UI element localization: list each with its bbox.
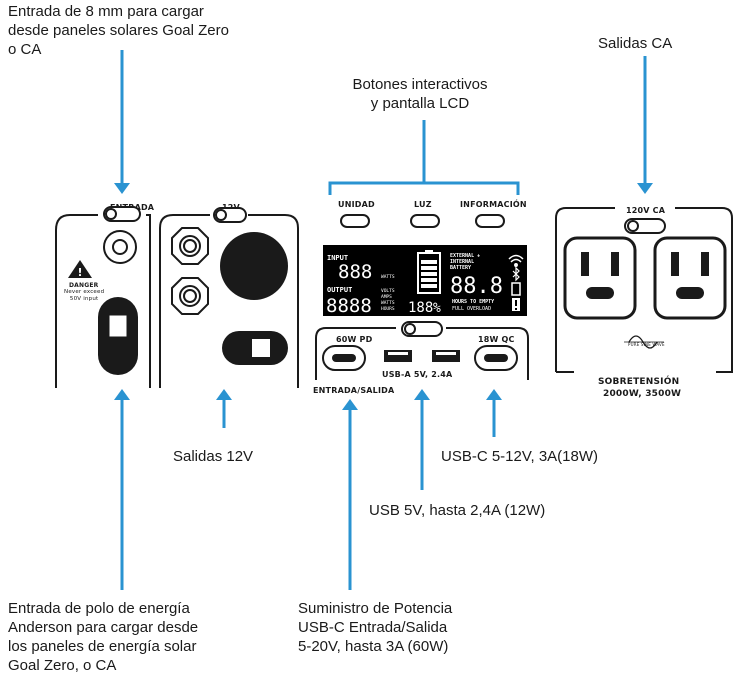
usb-60w-label: 60W PD (336, 335, 373, 344)
lcd-input-digits: 888 (338, 261, 372, 283)
callout-usb-5v: USB 5V, hasta 2,4A (12W) (369, 502, 546, 519)
lcd-output: OUTPUT (327, 286, 352, 294)
lcd-internal: INTERNAL (450, 259, 474, 265)
lcd-hours: HOURS (381, 306, 395, 312)
lcd-usb-icon (511, 282, 521, 296)
lcd-full: FULL (452, 306, 464, 312)
luz-button (410, 214, 440, 228)
lcd-percent-digits: 188 (408, 300, 433, 316)
usb-a-port-2 (432, 350, 460, 362)
callout-usbc-qc: USB-C 5-12V, 3A(18W) (441, 448, 599, 465)
callout-anderson: Entrada de polo de energía Anderson para… (8, 600, 199, 674)
hex-post-bottom (171, 277, 209, 315)
lcd-screen: INPUT 888 WATTS OUTPUT 8888 VOLTS AMPS W… (323, 245, 527, 317)
anderson-port-contact (109, 315, 127, 337)
usb-a-label: USB-A 5V, 2.4A (382, 370, 453, 379)
lcd-watts: WATTS (381, 274, 395, 280)
callout-12v-outputs: Salidas 12V (173, 448, 254, 465)
svg-text:!: ! (77, 266, 82, 279)
usb-c-qc-port (474, 345, 518, 371)
danger-title: DANGER (69, 282, 99, 289)
lcd-big-digits: 88.8 (450, 274, 503, 299)
8mm-port-outer (103, 230, 137, 264)
bracket-buttons (328, 181, 520, 195)
lcd-battery-icon (417, 250, 441, 294)
lcd-watts2: WATTS (381, 300, 395, 306)
lcd-hours-to-empty: HOURS TO EMPTY (452, 299, 494, 305)
entrada-salida-label: ENTRADA/SALIDA (313, 386, 395, 395)
informacion-label: INFORMACIÓN (460, 200, 527, 209)
lcd-external: EXTERNAL + (450, 253, 480, 259)
lcd-wifi-icon (508, 254, 524, 267)
ac-panel (555, 207, 733, 373)
callout-8mm-input: Entrada de 8 mm para cargar desde panele… (8, 3, 229, 58)
car-socket (220, 232, 288, 300)
12v-panel (159, 207, 299, 388)
lcd-bluetooth-icon (512, 266, 520, 282)
callout-buttons-lcd: Botones interactivos y pantalla LCD (352, 76, 488, 112)
buttons-row (340, 214, 505, 228)
pure-sine-label: PURE SINE WAVE (628, 342, 665, 347)
unidad-button (340, 214, 370, 228)
callout-ac-outputs: Salidas CA (598, 35, 673, 52)
ac-outlet-left (563, 236, 637, 320)
lcd-overload: OVERLOAD (467, 306, 491, 312)
ac-panel-outline (555, 207, 733, 373)
lcd-percent-sign: % (433, 301, 441, 316)
usb-panel-outline (315, 327, 529, 380)
usb-c-pd-port (322, 345, 366, 371)
callout-usbc-pd: Suministro de Potencia USB-C Entrada/Sal… (298, 600, 453, 655)
warning-icon (68, 260, 92, 278)
input-panel: ! (55, 206, 152, 388)
usb-18w-label: 18W QC (478, 335, 515, 344)
8mm-port-inner (112, 239, 128, 255)
lcd-amps: AMPS (381, 294, 392, 300)
lcd-input: INPUT (327, 254, 348, 262)
ac-outlet-right (653, 236, 727, 320)
usb-panel (315, 321, 529, 380)
lcd-volts: VOLTS (381, 288, 395, 294)
luz-label: LUZ (414, 200, 432, 209)
lcd-battery: BATTERY (450, 265, 471, 271)
sobretension-values-label: 2000W, 3500W (603, 389, 682, 399)
usb-a-port-1 (384, 350, 412, 362)
hex-post-top (171, 227, 209, 265)
ac-120v-label: 120V CA (626, 206, 666, 215)
input-panel-outline (55, 214, 152, 388)
12v-panel-outline (159, 214, 299, 388)
lcd-output-digits: 8888 (326, 295, 372, 317)
sobretension-label: SOBRETENSIÓN (598, 377, 680, 387)
input-toggle-knob (105, 208, 117, 220)
informacion-button (475, 214, 505, 228)
callout-arrows (114, 50, 653, 590)
danger-body: Never exceed 50V input (64, 289, 105, 302)
unidad-label: UNIDAD (338, 200, 375, 209)
